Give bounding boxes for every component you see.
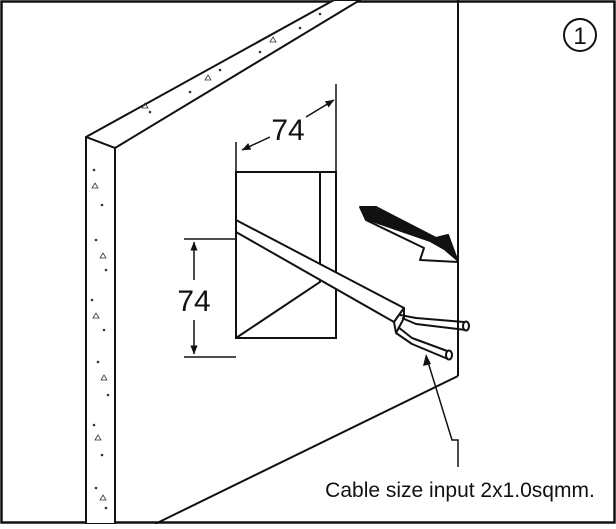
cable-wire-1 xyxy=(399,314,465,323)
step-number: 1 xyxy=(573,23,586,50)
wall-side-edge xyxy=(85,136,116,525)
dimension-height-label: 74 xyxy=(177,285,210,318)
wall-bottom-edge xyxy=(154,375,459,525)
dimension-width-label: 74 xyxy=(271,114,304,147)
callout-arrowhead xyxy=(423,354,431,366)
wire-end-1 xyxy=(462,320,470,332)
dimension-width xyxy=(235,84,337,212)
direction-arrow xyxy=(360,207,458,262)
wire-end-2 xyxy=(445,349,453,361)
cable xyxy=(235,219,470,361)
cable-size-callout: Cable size input 2x1.0sqmm. xyxy=(325,479,595,502)
wall-panel xyxy=(85,0,459,525)
dimension-height xyxy=(184,238,236,358)
step-number-circle xyxy=(563,18,597,52)
cable-wire-2 xyxy=(397,326,451,353)
callout-leader-line xyxy=(427,361,459,467)
cutout-inner-edge xyxy=(235,172,321,339)
